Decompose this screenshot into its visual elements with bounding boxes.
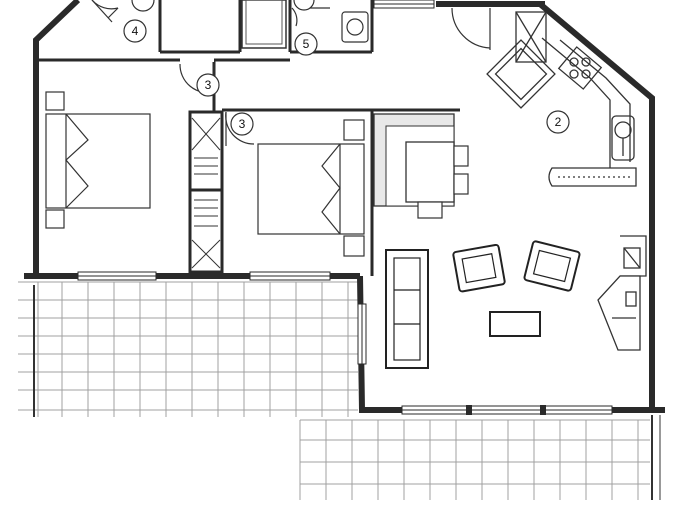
room-marker-3b-label: 3 [239, 117, 246, 131]
dining-table [405, 141, 455, 203]
room-marker-3a: 3 [196, 73, 220, 97]
room-marker-4-label: 4 [132, 24, 139, 38]
dining-area [373, 113, 469, 219]
room-marker-2-label: 2 [555, 115, 562, 129]
room-markers: 2 3 3 4 5 [123, 0, 570, 136]
door-swing-4 [91, 0, 119, 23]
room-marker-5-label: 5 [303, 37, 310, 51]
top-passage [241, 0, 287, 49]
dining-chair [453, 173, 469, 195]
bed-right [257, 119, 365, 257]
coffee-table [489, 311, 541, 337]
terrace-left-grid [18, 281, 358, 417]
sofa [385, 249, 429, 369]
room-marker-3b: 3 [230, 112, 254, 136]
interior-walls [36, 0, 460, 276]
sideboard [597, 235, 647, 351]
room-marker-2: 2 [546, 110, 570, 134]
room-marker-top-mid [293, 0, 315, 11]
dining-chair [417, 201, 443, 219]
entry-door [451, 7, 491, 50]
room-marker-5: 5 [294, 32, 318, 56]
room-marker-top-left [131, 0, 155, 12]
armchair-left [452, 243, 506, 293]
terrace-left [18, 281, 358, 417]
cooktop [557, 46, 603, 90]
room-marker-4: 4 [123, 19, 147, 43]
terrace-bottom [299, 415, 661, 500]
bed-left [45, 91, 151, 229]
kitchen [486, 11, 637, 187]
room-marker-3a-label: 3 [205, 78, 212, 92]
terrace-bottom-grid [299, 419, 650, 500]
living-area [385, 240, 581, 369]
bathroom-fixtures [291, 7, 369, 43]
wardrobe [188, 110, 224, 274]
armchair-right [523, 240, 581, 292]
windows [77, 0, 613, 415]
dining-chair [453, 145, 469, 167]
